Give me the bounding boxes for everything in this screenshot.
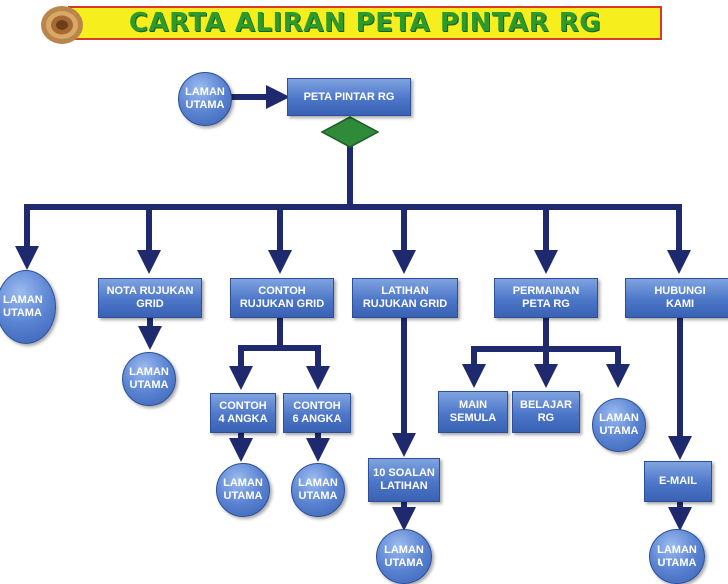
laman-utama-nota-circle[interactable]: LAMAN UTAMA bbox=[122, 352, 176, 406]
laman-utama-permainan-circle[interactable]: LAMAN UTAMA bbox=[592, 398, 646, 452]
laman-utama-latihan-circle[interactable]: LAMAN UTAMA bbox=[376, 529, 432, 584]
laman-utama-left-circle[interactable]: LAMAN UTAMA bbox=[0, 270, 56, 344]
latihan-rujukan-grid-box[interactable]: LATIHAN RUJUKAN GRID bbox=[352, 278, 458, 318]
contoh-6-angka-box[interactable]: CONTOH 6 ANGKA bbox=[283, 393, 351, 433]
laman-utama-4-circle[interactable]: LAMAN UTAMA bbox=[216, 463, 270, 517]
contoh-rujukan-grid-box[interactable]: CONTOH RUJUKAN GRID bbox=[230, 278, 334, 318]
nota-rujukan-grid-box[interactable]: NOTA RUJUKAN GRID bbox=[98, 278, 202, 318]
diamond-icon bbox=[320, 116, 380, 148]
laman-utama-top-circle[interactable]: LAMAN UTAMA bbox=[178, 72, 232, 126]
main-semula-box[interactable]: MAIN SEMULA bbox=[438, 391, 508, 433]
peta-pintar-rg-box[interactable]: PETA PINTAR RG bbox=[287, 78, 411, 116]
chart-title: CARTA ALIRAN PETA PINTAR RG bbox=[128, 8, 602, 38]
permainan-peta-rg-box[interactable]: PERMAINAN PETA RG bbox=[494, 278, 598, 318]
wood-log-icon bbox=[41, 6, 83, 44]
email-box[interactable]: E-MAIL bbox=[644, 461, 712, 502]
hubungi-kami-box[interactable]: HUBUNGI KAMI bbox=[625, 278, 728, 318]
belajar-rg-box[interactable]: BELAJAR RG bbox=[512, 391, 580, 433]
laman-utama-6-circle[interactable]: LAMAN UTAMA bbox=[291, 463, 345, 517]
laman-utama-email-circle[interactable]: LAMAN UTAMA bbox=[649, 529, 705, 584]
title-banner: CARTA ALIRAN PETA PINTAR RG bbox=[68, 6, 662, 40]
soalan-latihan-box[interactable]: 10 SOALAN LATIHAN bbox=[368, 458, 440, 502]
contoh-4-angka-box[interactable]: CONTOH 4 ANGKA bbox=[210, 393, 276, 433]
